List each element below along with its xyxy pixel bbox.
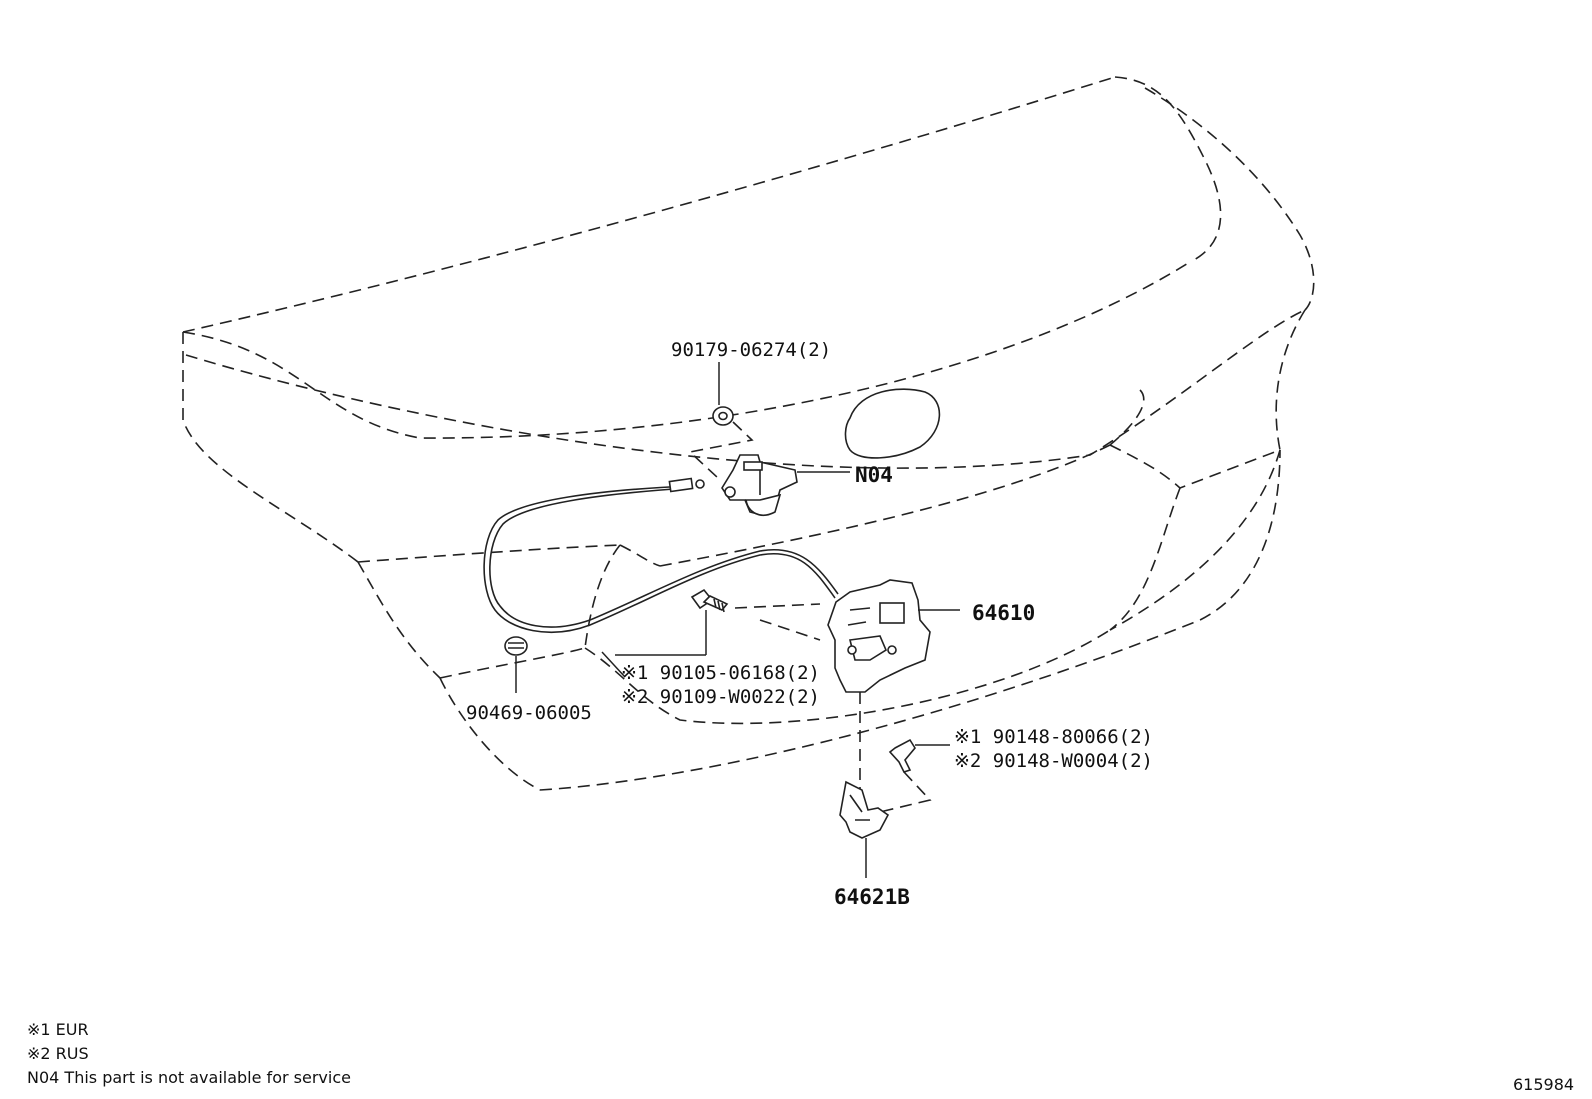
striker-64621b-icon	[839, 780, 890, 878]
label-90148a: ※1 90148-80066(2)	[954, 726, 1153, 748]
label-90148b: ※2 90148-W0004(2)	[954, 750, 1153, 772]
label-n04: N04	[855, 463, 893, 487]
label-64610: 64610	[972, 601, 1035, 625]
bolt-90105-icon	[601, 588, 821, 678]
label-90469: 90469-06005	[466, 702, 592, 724]
n04-latch-icon	[721, 454, 850, 516]
label-64621b: 64621B	[834, 885, 910, 909]
grommet-90469-icon	[504, 636, 528, 693]
trunk-lid-outline	[182, 76, 1315, 791]
screw-90148-icon	[879, 738, 950, 813]
note-rus: ※2 RUS	[27, 1044, 89, 1063]
note-eur: ※1 EUR	[27, 1020, 89, 1039]
lock-64610-icon	[827, 579, 960, 790]
label-90109: ※2 90109-W0022(2)	[621, 686, 820, 708]
note-n04: N04 This part is not available for servi…	[27, 1068, 351, 1087]
release-cable	[483, 477, 839, 633]
label-90179: 90179-06274(2)	[671, 339, 831, 361]
diagram-id: 615984	[1513, 1075, 1575, 1094]
label-90105: ※1 90105-06168(2)	[621, 662, 820, 684]
nut-90179-icon	[688, 362, 754, 479]
emblem-recess	[844, 388, 941, 459]
